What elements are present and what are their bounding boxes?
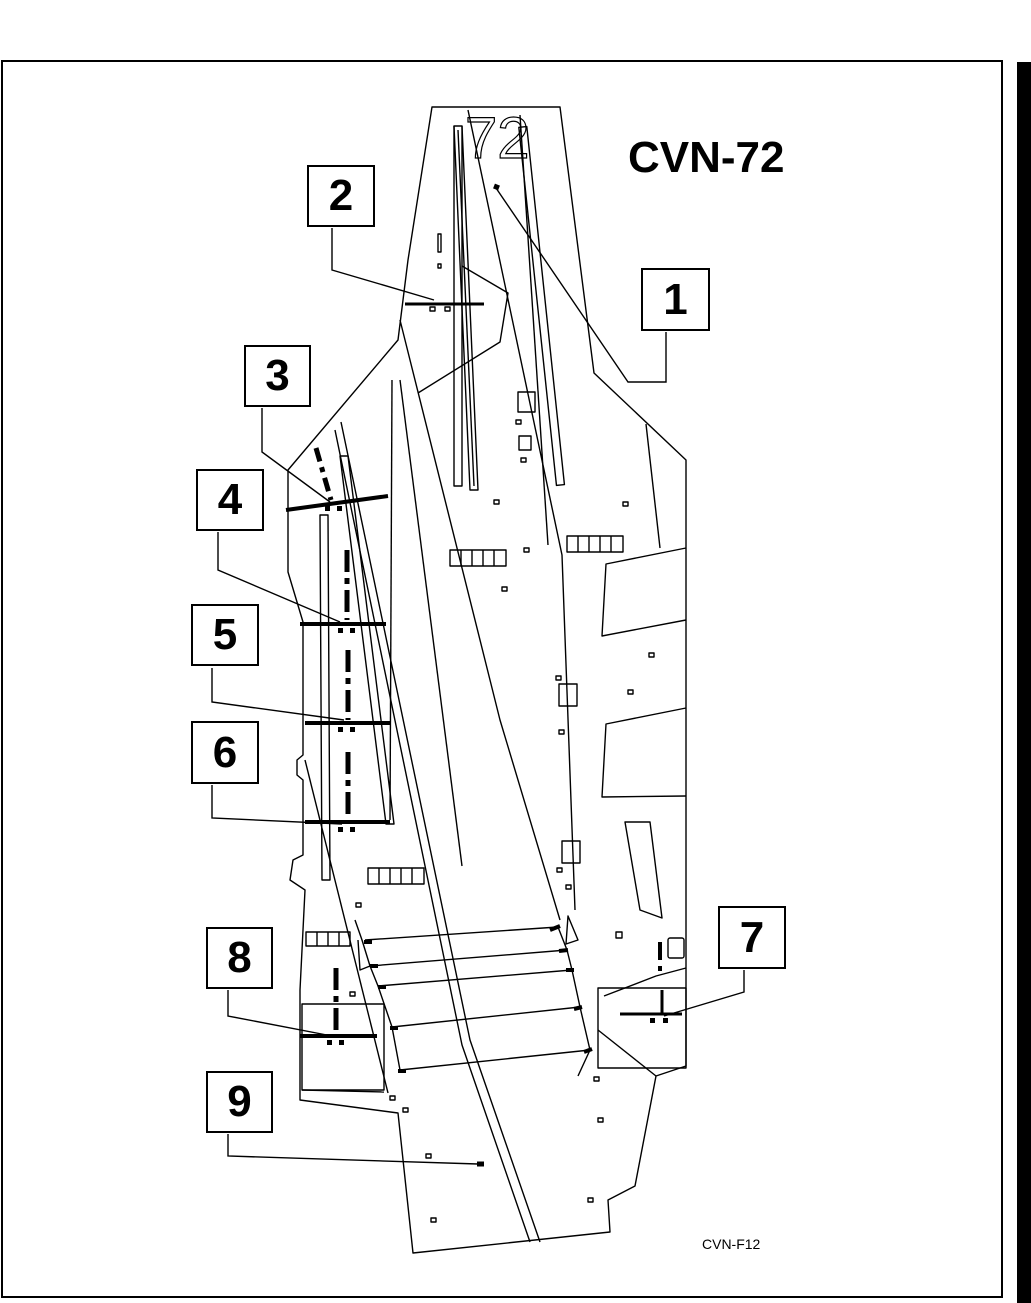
callout-7: 7 (718, 906, 786, 969)
arresting-wire-1 (365, 927, 558, 940)
starboard-wedge (625, 822, 662, 918)
landing-area-left-edge (355, 920, 400, 1070)
arresting-wire-5 (400, 1050, 590, 1070)
hull-number-72: 72 (465, 106, 530, 171)
catapult-4 (320, 515, 330, 880)
arresting-wire-3 (378, 970, 572, 986)
callout-1: 1 (641, 268, 710, 331)
angled-deck-line-7 (390, 380, 392, 820)
callout-4: 4 (196, 469, 264, 531)
angled-deck-line-5 (335, 430, 530, 1242)
figure-code: CVN-F12 (702, 1236, 760, 1252)
callout-6: 6 (191, 721, 259, 784)
angled-deck-line-10 (646, 424, 660, 548)
catapult-2 (519, 127, 565, 486)
callout-8: 8 (206, 927, 273, 989)
leader-8 (228, 990, 332, 1036)
angled-deck-line-4 (341, 422, 540, 1242)
callout-2: 2 (307, 165, 375, 227)
callout-5: 5 (191, 604, 259, 666)
elevator-starboard-diag (598, 1030, 656, 1076)
leader-7 (664, 970, 744, 1016)
leader-2 (332, 228, 434, 300)
arresting-wire-4 (392, 1007, 580, 1027)
elevator-starboard (598, 988, 686, 1068)
starboard-sponson-lower (602, 708, 686, 797)
elevator-starboard-inner (604, 968, 686, 996)
starboard-sponson-upper (602, 548, 686, 636)
leader-9 (228, 1134, 478, 1164)
callout-9: 9 (206, 1071, 273, 1133)
leader-6 (212, 785, 342, 824)
angled-deck-line-3 (400, 320, 560, 920)
callout-3: 3 (244, 345, 311, 407)
diagram-title: CVN-72 (628, 133, 785, 183)
landing-area-triangle (566, 916, 578, 944)
arresting-wire-2 (370, 950, 567, 966)
elevator-port (302, 1004, 384, 1090)
leader-5 (212, 668, 344, 720)
